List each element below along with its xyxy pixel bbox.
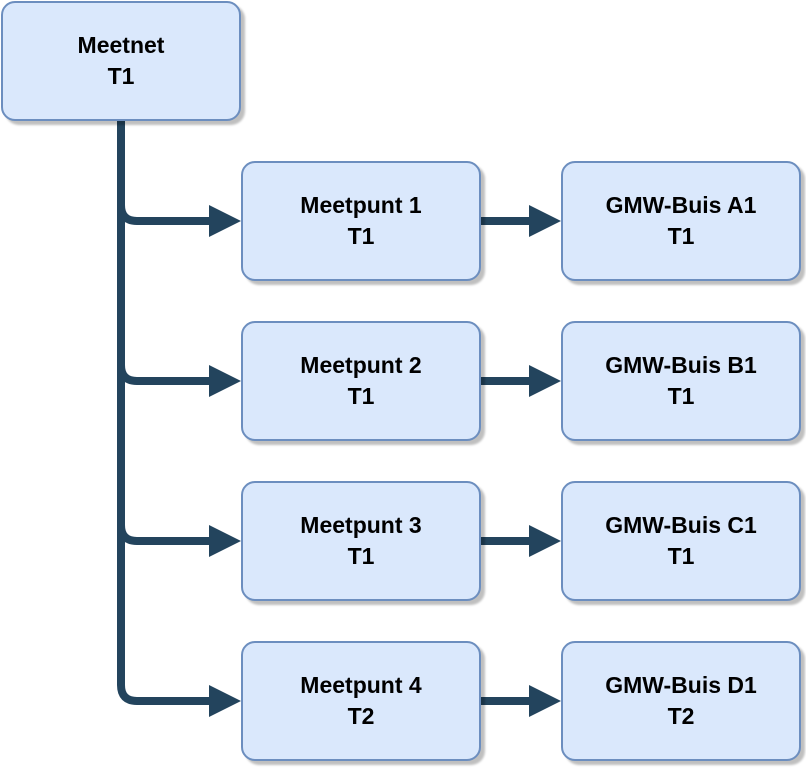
node-title: GMW-Buis C1 xyxy=(605,512,757,538)
gmw-buis-node[interactable]: GMW-Buis D1 T2 xyxy=(561,641,801,761)
node-subtitle: T1 xyxy=(667,383,695,409)
tree-connector-meetpunt-4 xyxy=(117,121,210,705)
node-subtitle: T1 xyxy=(667,543,695,569)
node-subtitle: T1 xyxy=(347,383,375,409)
meetnet-node[interactable]: Meetnet T1 xyxy=(1,1,241,121)
tree-connector-meetpunt-1 xyxy=(117,121,210,225)
node-subtitle: T1 xyxy=(107,63,135,89)
node-subtitle: T2 xyxy=(667,703,695,729)
meetpunt-node[interactable]: Meetpunt 2 T1 xyxy=(241,321,481,441)
node-title: Meetpunt 1 xyxy=(300,192,422,218)
node-subtitle: T1 xyxy=(667,223,695,249)
arrowhead-meetpunt-4 xyxy=(209,685,241,717)
arrowhead-buis-3 xyxy=(529,525,561,557)
meetpunt-node[interactable]: Meetpunt 4 T2 xyxy=(241,641,481,761)
arrowhead-meetpunt-2 xyxy=(209,365,241,397)
node-title: Meetpunt 4 xyxy=(300,672,422,698)
meetpunt-node[interactable]: Meetpunt 1 T1 xyxy=(241,161,481,281)
tree-connector-meetpunt-3 xyxy=(117,121,210,545)
node-subtitle: T1 xyxy=(347,543,375,569)
arrowhead-buis-1 xyxy=(529,205,561,237)
arrowhead-buis-4 xyxy=(529,685,561,717)
node-title: GMW-Buis B1 xyxy=(605,352,757,378)
gmw-buis-node[interactable]: GMW-Buis A1 T1 xyxy=(561,161,801,281)
node-title: Meetnet xyxy=(77,32,165,58)
gmw-buis-node[interactable]: GMW-Buis B1 T1 xyxy=(561,321,801,441)
arrowhead-meetpunt-3 xyxy=(209,525,241,557)
node-title: GMW-Buis A1 xyxy=(605,192,757,218)
node-title: Meetpunt 2 xyxy=(300,352,422,378)
arrowhead-meetpunt-1 xyxy=(209,205,241,237)
tree-connector-meetpunt-2 xyxy=(117,121,210,385)
node-title: GMW-Buis D1 xyxy=(605,672,757,698)
node-title: Meetpunt 3 xyxy=(300,512,422,538)
node-subtitle: T2 xyxy=(347,703,375,729)
arrowhead-buis-2 xyxy=(529,365,561,397)
meetpunt-node[interactable]: Meetpunt 3 T1 xyxy=(241,481,481,601)
node-subtitle: T1 xyxy=(347,223,375,249)
gmw-buis-node[interactable]: GMW-Buis C1 T1 xyxy=(561,481,801,601)
